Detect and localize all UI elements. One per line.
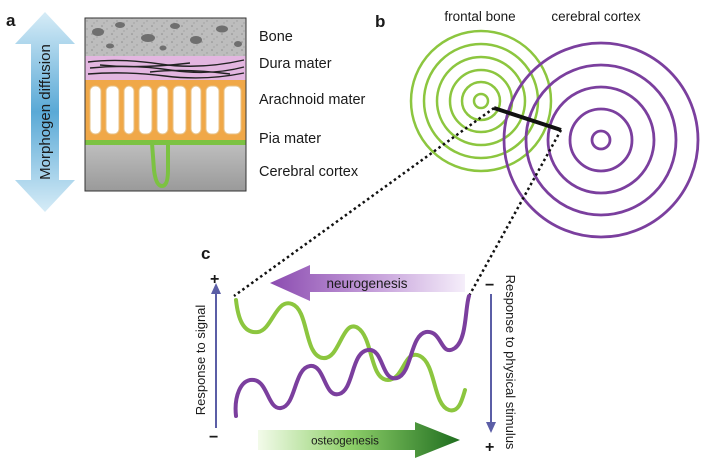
left-axis-label: Response to signal [193, 305, 208, 416]
right-axis-plus: + [485, 439, 494, 456]
meninges-layers [84, 17, 247, 192]
left-axis-plus: + [210, 271, 219, 288]
right-axis-minus: − [485, 277, 494, 294]
morphogen-diffusion-arrow: Morphogen diffusion [15, 12, 75, 212]
layer-label-cortex: Cerebral cortex [259, 164, 359, 180]
connector-left [233, 106, 495, 298]
osteogenesis-label: osteogenesis [311, 436, 379, 448]
frontal-bone-label: frontal bone [444, 9, 515, 24]
right-axis-label: Response to physical stimulus [503, 275, 518, 450]
green-response-curve [234, 298, 467, 413]
dura-fibers [87, 59, 245, 79]
purple-response-curve [233, 294, 471, 418]
neurogenesis-label: neurogenesis [326, 276, 407, 291]
right-axis [486, 294, 496, 433]
bone-pores [92, 22, 242, 51]
cerebral-cortex-label: cerebral cortex [551, 9, 641, 24]
frontal-bone-rings [409, 29, 553, 173]
layer-label-arachnoid: Arachnoid mater [259, 92, 366, 108]
neurogenesis-arrow: neurogenesis [270, 265, 465, 301]
sample-line [493, 106, 562, 132]
layer-label-dura: Dura mater [259, 56, 332, 72]
connector-right [467, 129, 563, 297]
panel-b-letter: b [375, 12, 385, 31]
panel-c-letter: c [201, 244, 210, 263]
morphogen-diffusion-label: Morphogen diffusion [37, 44, 54, 180]
osteogenesis-arrow: osteogenesis [258, 422, 460, 458]
layer-label-bone: Bone [259, 29, 293, 45]
arachnoid-cells [89, 85, 242, 135]
layer-label-pia: Pia mater [259, 131, 321, 147]
left-axis [211, 283, 221, 428]
bone-layer [85, 18, 246, 56]
pia-layer [85, 140, 246, 145]
cerebral-cortex-rings [502, 41, 700, 239]
left-axis-minus: − [209, 429, 218, 446]
panel-a-letter: a [6, 11, 16, 30]
pia-fold [150, 142, 170, 189]
